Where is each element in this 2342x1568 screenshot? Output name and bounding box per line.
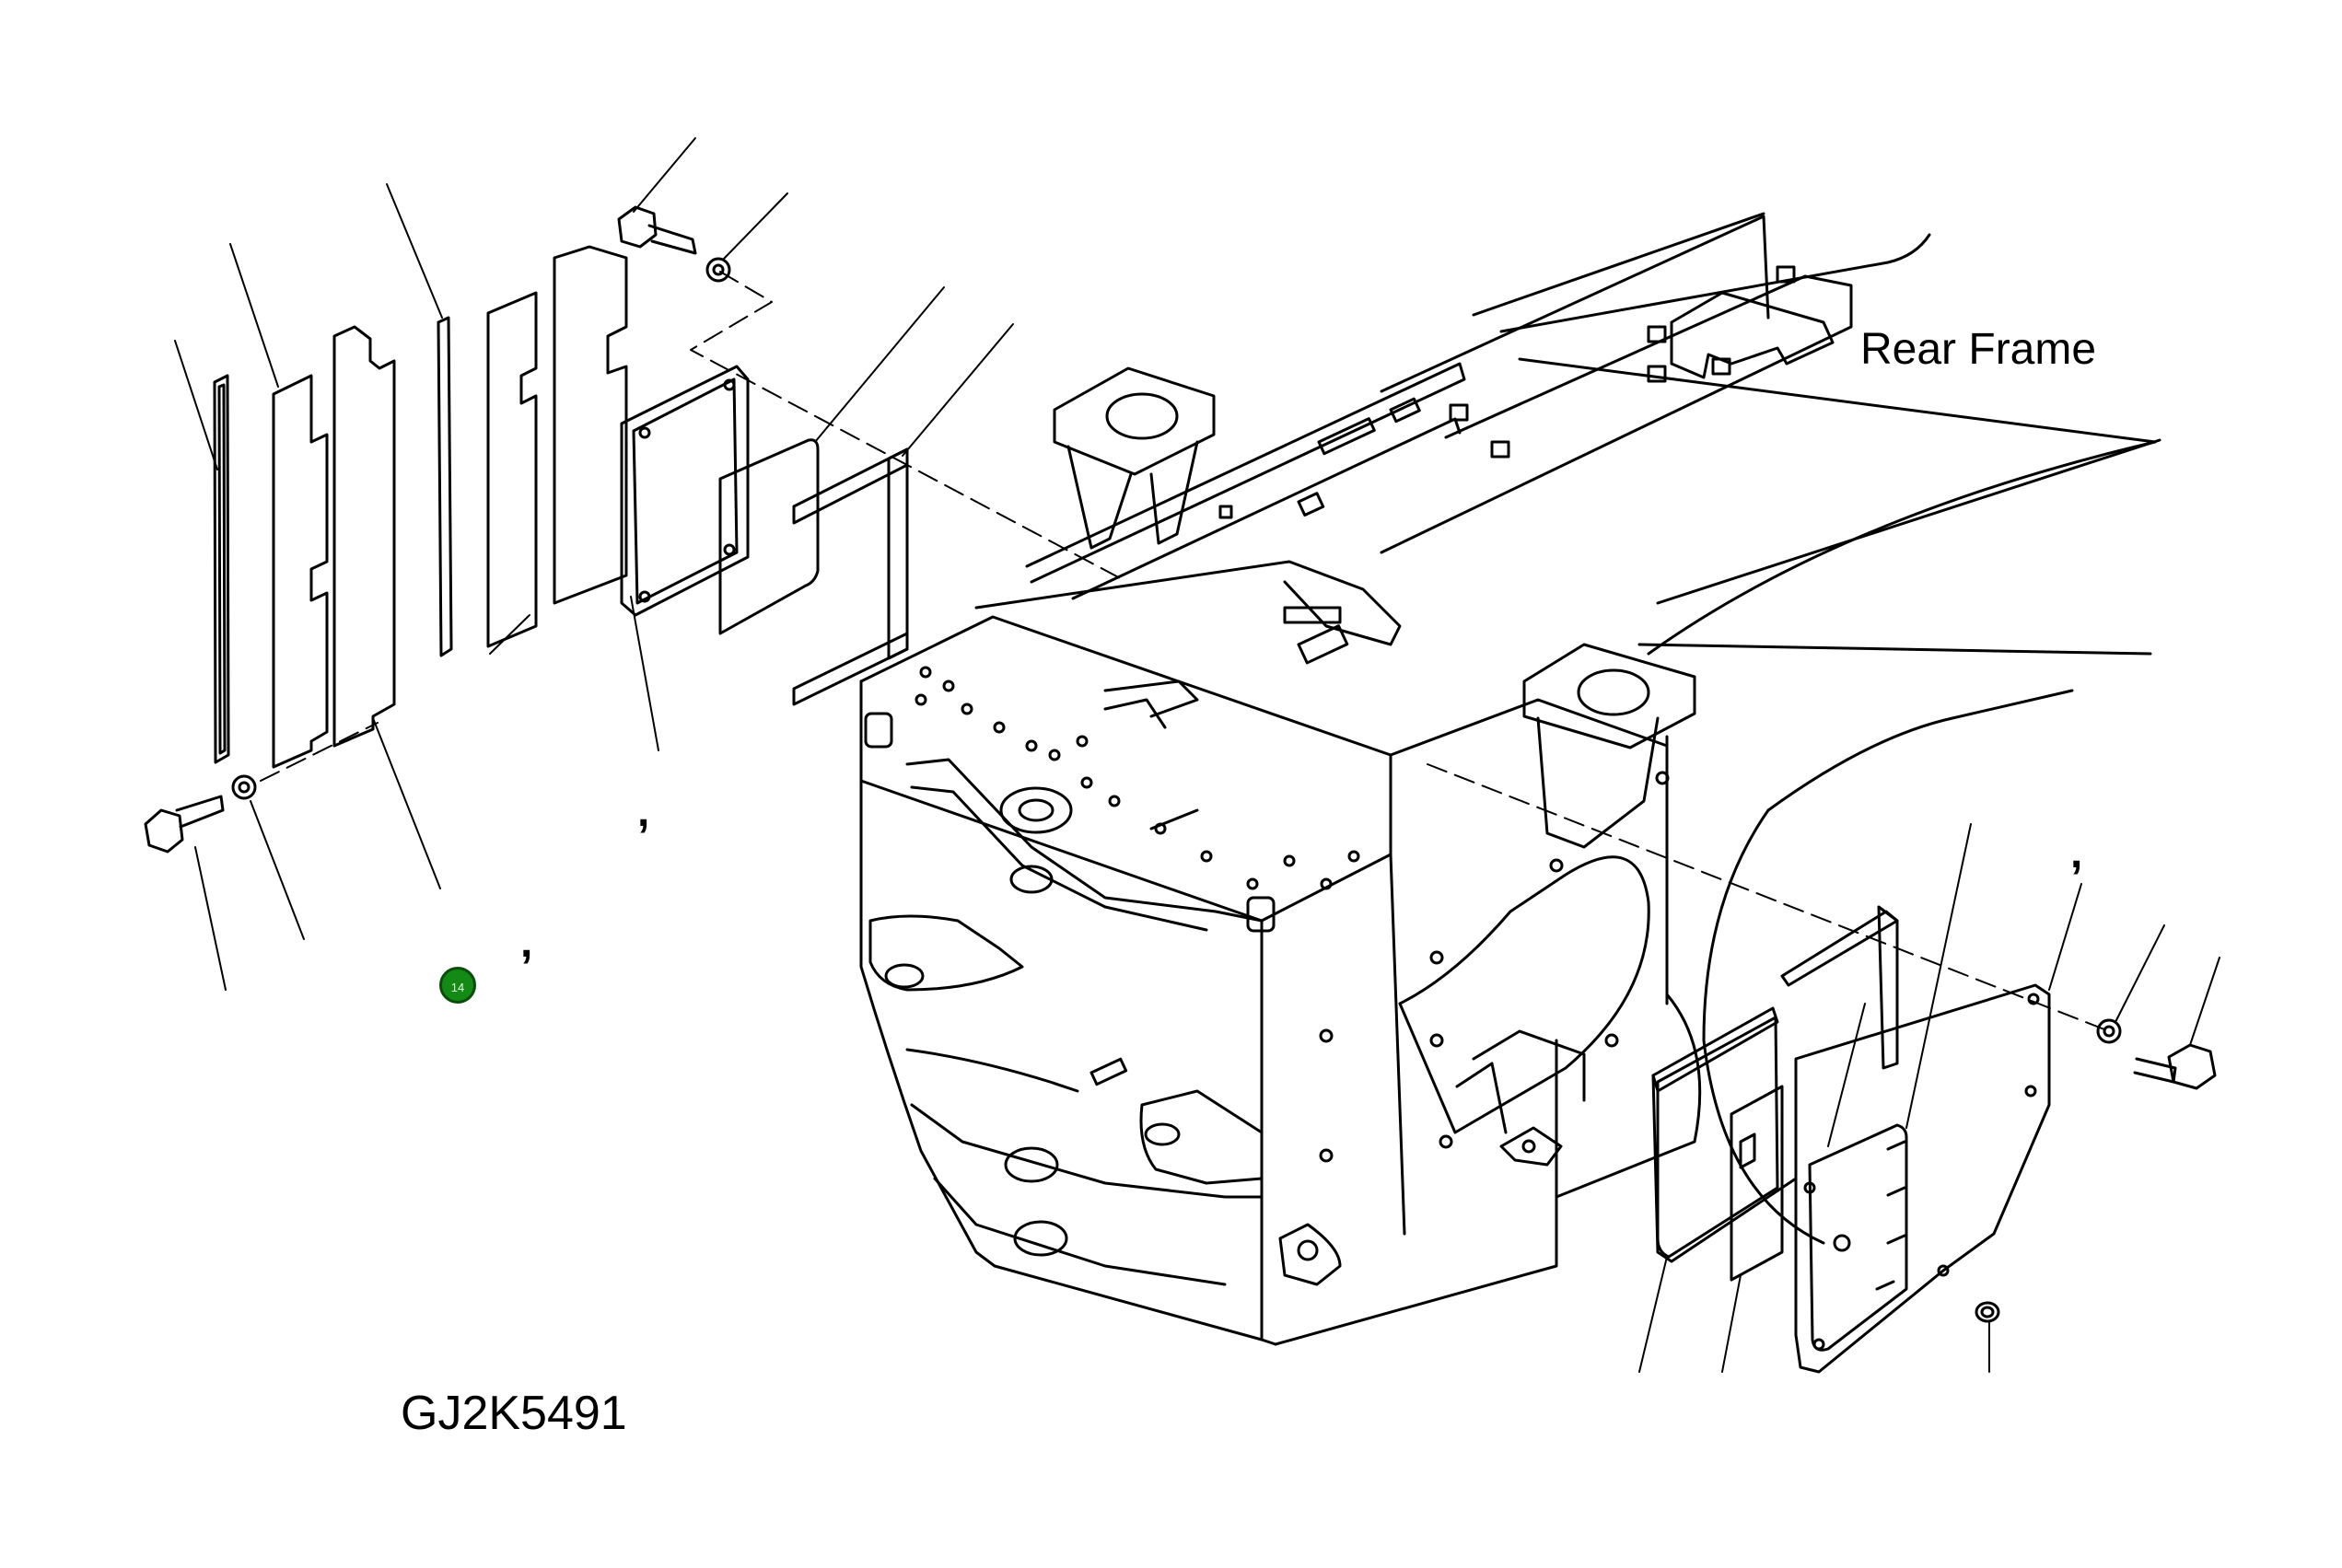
leader-lines-left xyxy=(174,137,1014,991)
left-panel-b xyxy=(553,245,628,605)
right-cover-small xyxy=(1730,1085,1784,1282)
left-seal-strip xyxy=(213,374,230,764)
callout-mark: , xyxy=(637,787,650,836)
left-gasket xyxy=(718,438,820,635)
part-14-hotspot[interactable]: 14 xyxy=(439,967,476,1004)
leader-lines-right xyxy=(1638,823,2220,1373)
rear-frame xyxy=(859,212,2161,1346)
diagram-title: Rear Frame xyxy=(1860,325,2097,374)
assembly-axes xyxy=(260,271,2110,1032)
left-access-plate xyxy=(620,365,750,617)
right-access-plate xyxy=(1794,983,2051,1374)
right-bolt xyxy=(2096,1018,2217,1090)
left-inner-plate xyxy=(272,374,329,769)
right-grommet xyxy=(1975,1301,2000,1323)
left-cover-plate xyxy=(332,325,396,748)
top-bolt xyxy=(617,205,731,283)
callout-mark: , xyxy=(2070,829,2083,877)
drawing-number: GJ2K5491 xyxy=(401,1387,627,1440)
right-gasket xyxy=(1656,1016,1779,1259)
callout-mark: , xyxy=(520,918,533,967)
right-square-seal xyxy=(1651,905,1899,1263)
left-panel-a xyxy=(486,291,538,648)
left-thin-strip xyxy=(437,316,453,657)
bottom-left-bolt xyxy=(144,774,257,854)
